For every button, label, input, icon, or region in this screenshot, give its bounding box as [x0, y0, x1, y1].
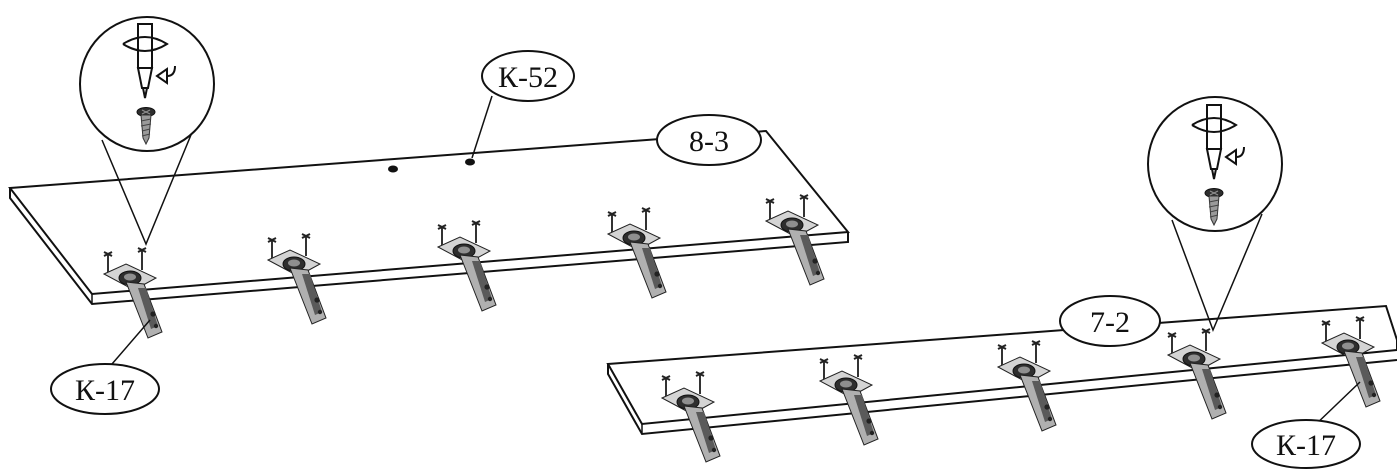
cup-hinge-icon — [607, 207, 667, 299]
detail-callout-left — [79, 16, 215, 246]
cup-hinge-icon — [765, 194, 825, 286]
panel-7-2 — [606, 304, 1397, 436]
hinges-top — [103, 194, 825, 339]
label-panel-7-2: 7-2 — [1059, 295, 1161, 347]
svg-text:К-17: К-17 — [1276, 429, 1336, 462]
leader-cam — [471, 95, 493, 159]
label-cam-fitting: К-52 — [481, 50, 575, 102]
panel-8-3 — [8, 129, 850, 306]
svg-text:К-52: К-52 — [498, 61, 558, 94]
svg-text:8-3: 8-3 — [689, 125, 729, 158]
label-hinge-left: К-17 — [50, 363, 160, 415]
cam-hole — [388, 165, 398, 173]
leader-hinge-left — [111, 319, 151, 365]
cup-hinge-icon — [437, 220, 497, 312]
cup-hinge-icon — [819, 354, 879, 446]
detail-callout-right — [1147, 96, 1283, 333]
svg-text:7-2: 7-2 — [1090, 306, 1130, 339]
label-hinge-right: К-17 — [1251, 419, 1361, 469]
svg-text:К-17: К-17 — [75, 374, 135, 407]
cam-hole — [465, 158, 475, 166]
cup-hinge-icon — [997, 340, 1057, 432]
cup-hinge-icon — [1167, 328, 1227, 420]
label-panel-8-3: 8-3 — [656, 114, 762, 166]
